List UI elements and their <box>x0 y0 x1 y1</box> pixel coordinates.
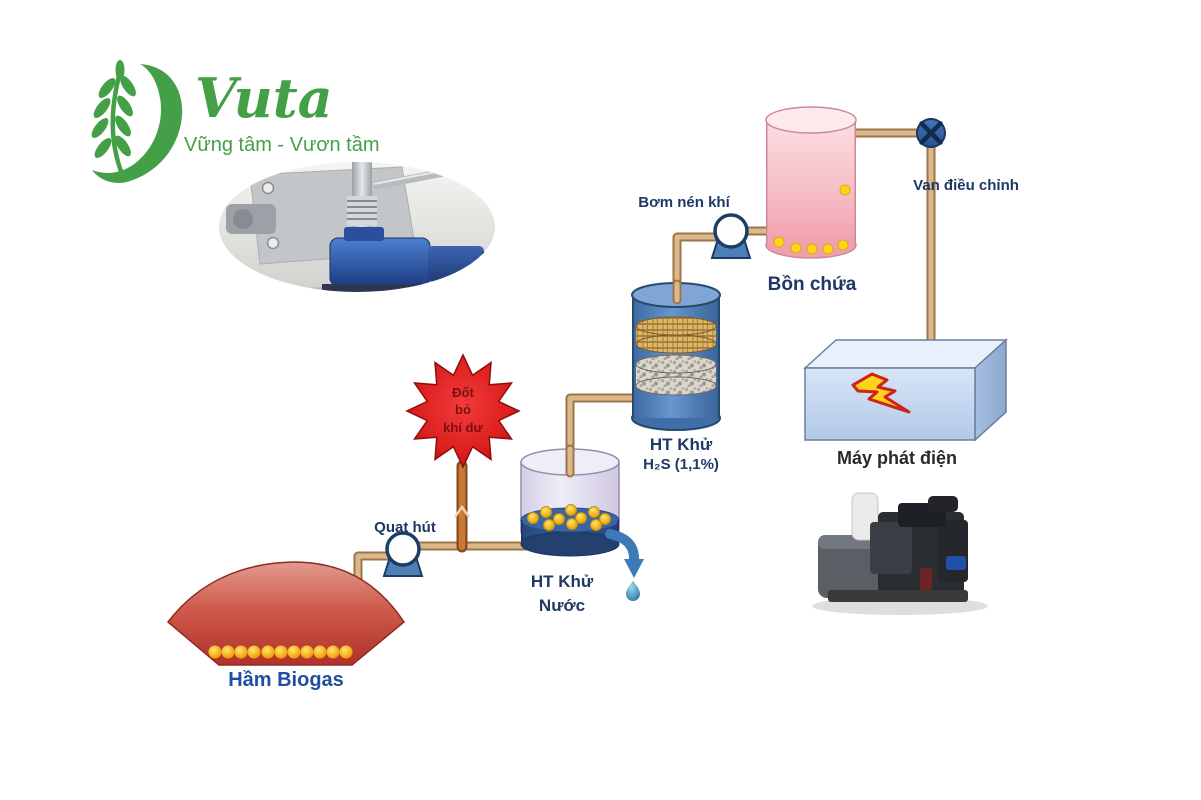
flare-burst <box>405 353 521 469</box>
compressor-pump-icon <box>710 213 752 259</box>
h2s-removal-label-line2: H₂S (1,1%) <box>643 456 719 473</box>
digester-lights <box>208 645 353 659</box>
generator-box <box>803 338 1008 442</box>
lightning-icon <box>851 372 911 414</box>
compressor-label: Bơm nén khí <box>638 194 730 211</box>
water-removal-label-line2: Nước <box>538 596 586 615</box>
brand-name: Vuta <box>195 66 333 130</box>
h2s-removal-tank <box>631 279 721 431</box>
brand-tagline: Vững tâm - Vươn tầm <box>184 134 380 156</box>
wheat-icon <box>91 60 183 183</box>
equipment-photo <box>219 162 495 292</box>
water-removal-tank <box>520 444 644 601</box>
biogas-digester-label: Hầm Biogas <box>228 669 344 691</box>
suction-fan-pump-icon <box>382 531 424 577</box>
generator-label: Máy phát điện <box>836 448 958 468</box>
storage-tank-label: Bồn chứa <box>767 274 857 295</box>
storage-tank-lights <box>773 184 851 255</box>
suction-fan-label: Quạt hút <box>374 519 436 536</box>
vuta-logo: Vuta Vững tâm - Vươn tầm <box>80 58 400 188</box>
water-drop-icon <box>626 581 640 601</box>
h2s-removal-label-line1: HT Khử <box>649 435 713 454</box>
storage-tank <box>765 106 857 259</box>
media-balls <box>527 504 611 531</box>
control-valve-label: Van điều chỉnh <box>913 177 1019 194</box>
biogas-digester <box>166 561 405 666</box>
water-removal-label-line1: HT Khử <box>530 572 594 591</box>
flare-label-line1: Đốt <box>452 385 474 400</box>
generator-photo <box>812 492 988 615</box>
flare-label-line3: khí dư <box>443 420 483 435</box>
drain-arrow-icon <box>605 529 640 567</box>
flare-label-line2: bỏ <box>455 402 471 417</box>
control-valve-icon <box>916 118 946 148</box>
flow-arrow-icon <box>453 504 471 518</box>
